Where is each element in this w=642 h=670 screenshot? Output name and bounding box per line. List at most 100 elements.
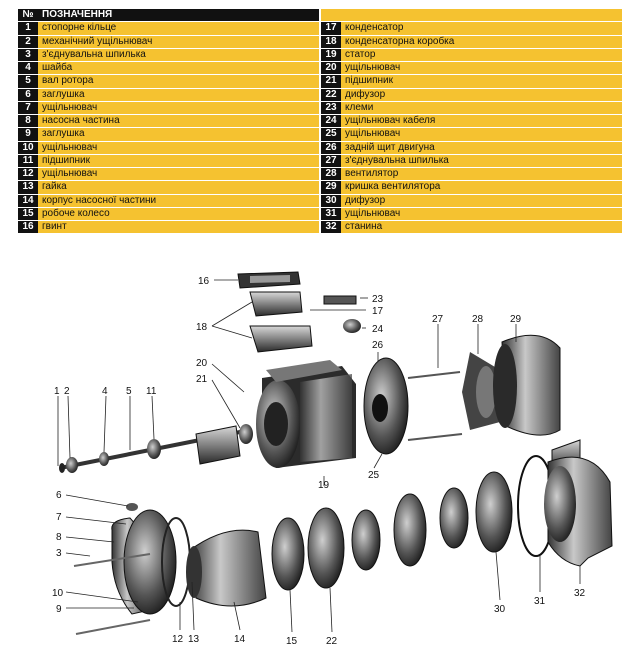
callout-24: 24 [372, 324, 384, 335]
callout-27: 27 [432, 314, 444, 325]
table-row: 26 задній щит двигуна [321, 141, 622, 154]
part-name: насосна частина [42, 115, 120, 126]
callout-3: 3 [56, 548, 62, 559]
part-name: підшипник [42, 154, 90, 166]
callout-20: 20 [196, 358, 208, 369]
callout-1: 1 [54, 386, 60, 397]
table-row: 10 ущільнювач [18, 141, 319, 154]
part-number: 22 [321, 88, 341, 101]
callout-12: 12 [172, 634, 184, 645]
callout-21: 21 [196, 374, 208, 385]
table-row: 2 механічний ущільнювач [18, 35, 319, 48]
part-number: 5 [18, 75, 38, 88]
callout-4: 4 [102, 386, 108, 397]
part-name: підшипник [345, 75, 393, 87]
part-name: з'єднувальна шпилька [345, 154, 449, 166]
part-number: 20 [321, 62, 341, 75]
part-name: конденсаторна коробка [345, 35, 455, 47]
part-number: 11 [18, 154, 38, 167]
callout-7: 7 [56, 512, 62, 523]
pump-base [544, 439, 613, 567]
part-name: гвинт [42, 221, 67, 232]
callout-28: 28 [472, 314, 484, 325]
table-row: 23 клеми [321, 101, 622, 114]
callout-15: 15 [286, 636, 298, 647]
callout-29: 29 [510, 314, 522, 325]
part-number: 21 [321, 75, 341, 88]
part-name: ущільнювач [42, 101, 98, 113]
tie-rods [407, 371, 463, 441]
part-name: станина [345, 221, 383, 232]
table-row: 11 підшипник [18, 154, 319, 167]
part-name: шайба [42, 62, 73, 73]
callout-16: 16 [198, 276, 210, 287]
part-number: 32 [321, 221, 341, 234]
callout-6: 6 [56, 490, 62, 501]
capacitor-box-group [237, 271, 361, 353]
part-name: статор [345, 48, 376, 60]
part-name: механічний ущільнювач [42, 35, 153, 47]
pump-body [73, 503, 191, 635]
table-row: 20 ущільнювач [321, 62, 622, 75]
part-number: 15 [18, 207, 38, 220]
table-row: 22 дифузор [321, 88, 622, 101]
callout-19: 19 [318, 480, 330, 491]
part-number: 2 [18, 35, 38, 48]
part-name: гайка [42, 181, 67, 193]
table-row: 14 корпус насосної частини [18, 194, 319, 207]
part-name: задній щит двигуна [345, 141, 435, 153]
part-number: 30 [321, 194, 341, 207]
part-name: дифузор [345, 88, 386, 100]
callout-11: 11 [146, 386, 157, 397]
part-number: 27 [321, 154, 341, 167]
stator-housing [256, 360, 356, 468]
part-name: ущільнювач [42, 141, 98, 153]
callout-8: 8 [56, 532, 62, 543]
part-name: корпус насосної частини [42, 194, 157, 206]
table-row: 32 станина [321, 221, 622, 234]
part-name: ущільнювач [345, 128, 401, 140]
exploded-pump-diagram: 16 23 17 18 24 26 27 28 29 20 21 1 2 4 5… [52, 271, 613, 647]
callout-22: 22 [326, 636, 338, 647]
callout-26: 26 [372, 340, 384, 351]
callout-32: 32 [574, 588, 586, 599]
part-number: 29 [321, 181, 341, 194]
part-number: 26 [321, 141, 341, 154]
callout-5: 5 [126, 386, 132, 397]
part-number: 10 [18, 141, 38, 154]
pump-casing [186, 529, 267, 607]
callout-14: 14 [234, 634, 246, 645]
part-name: клеми [345, 101, 374, 113]
part-number: 23 [321, 101, 341, 114]
part-number: 7 [18, 101, 38, 114]
impeller-stack [271, 471, 513, 591]
part-number: 1 [18, 22, 38, 35]
part-name: кришка вентилятора [345, 181, 441, 193]
callout-17: 17 [372, 306, 384, 317]
part-number: 12 [18, 168, 38, 181]
part-name: заглушка [42, 128, 85, 140]
part-number: 28 [321, 168, 341, 181]
header-label: ПОЗНАЧЕННЯ [42, 9, 113, 20]
rotor-shaft [59, 424, 253, 473]
header-number: № [18, 9, 38, 22]
part-name: ущільнювач [345, 62, 401, 73]
part-number: 14 [18, 194, 38, 207]
part-number: 18 [321, 35, 341, 48]
part-number: 6 [18, 88, 38, 101]
